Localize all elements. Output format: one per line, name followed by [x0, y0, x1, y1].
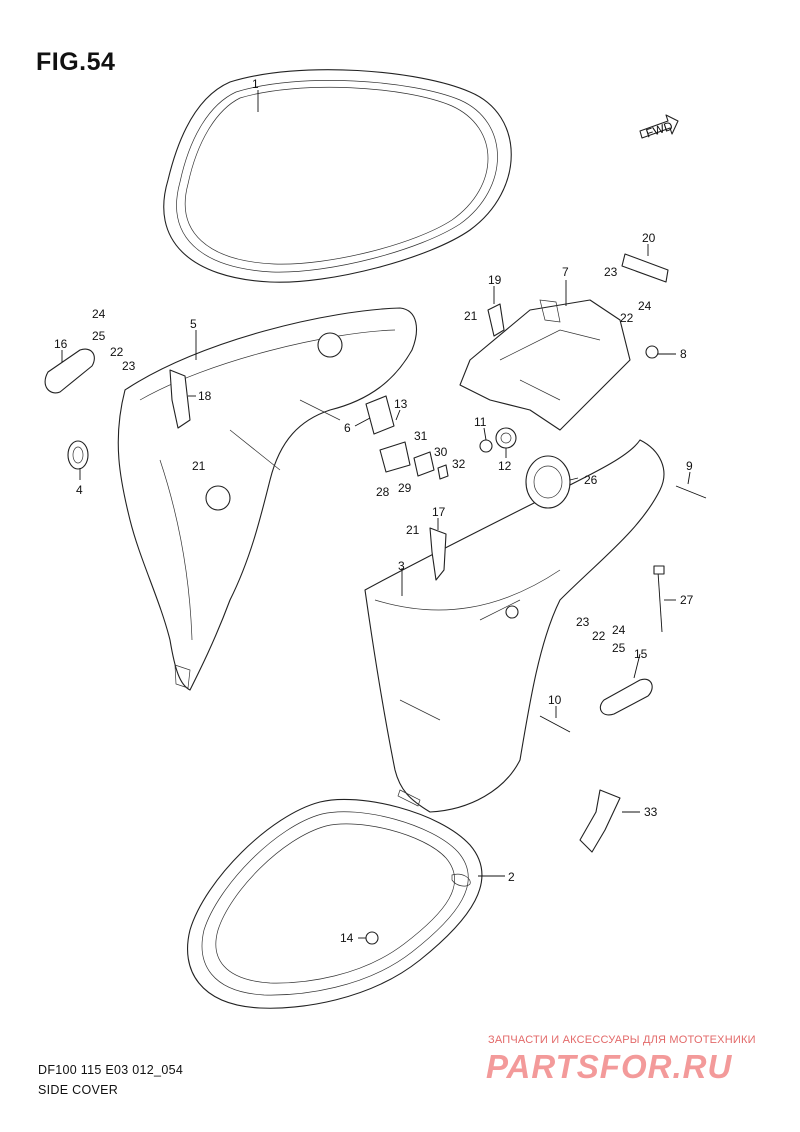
- label-12: 12: [498, 459, 512, 473]
- part-14-plug: [365, 931, 379, 945]
- label-15: 15: [634, 647, 648, 661]
- part-number-labels: 1 2 3 4 5 6 7 8 9 10 11 12 13 14 15 16 1…: [54, 77, 694, 945]
- part-6-latch: [365, 395, 395, 435]
- label-9: 9: [686, 459, 693, 473]
- leader-lines: [61, 90, 691, 939]
- part-18-bracket: [169, 369, 191, 429]
- label-31: 31: [414, 429, 428, 443]
- part-33-clip: [579, 789, 621, 853]
- label-21-left: 21: [192, 459, 206, 473]
- part-27-tie: [653, 565, 665, 633]
- label-24-top: 24: [638, 299, 652, 313]
- label-13: 13: [394, 397, 408, 411]
- part-9-bolt: [675, 485, 707, 499]
- label-27: 27: [680, 593, 694, 607]
- part-10-bolt: [539, 715, 571, 733]
- label-5: 5: [190, 317, 197, 331]
- label-11: 11: [474, 415, 487, 429]
- fwd-label: FWD: [644, 119, 675, 141]
- watermark-tagline: ЗАПЧАСТИ И АКСЕССУАРЫ ДЛЯ МОТОТЕХНИКИ: [488, 1034, 756, 1046]
- part-11-washer: [479, 439, 493, 453]
- figure-title: FIG.54: [36, 48, 116, 76]
- label-26: 26: [584, 473, 598, 487]
- label-7: 7: [562, 265, 569, 279]
- label-25-left: 25: [92, 329, 106, 343]
- part-7-bracket: [459, 299, 631, 431]
- label-23-top: 23: [604, 265, 618, 279]
- label-22-top: 22: [620, 311, 634, 325]
- model-code: DF100 115 E03 012_054: [38, 1063, 184, 1077]
- label-22-right: 22: [592, 629, 606, 643]
- label-23-left: 23: [122, 359, 136, 373]
- watermark-logo: PARTSFOR.RU: [486, 1048, 733, 1085]
- label-20: 20: [642, 231, 656, 245]
- label-21-top: 21: [464, 309, 478, 323]
- part-26-cap: [525, 455, 571, 509]
- fwd-arrow-icon: FWD: [639, 114, 679, 141]
- label-1: 1: [252, 77, 259, 91]
- label-23-right: 23: [576, 615, 590, 629]
- part-19-clamp: [487, 303, 505, 337]
- label-28: 28: [376, 485, 390, 499]
- part-5-left-side-cover: [117, 307, 418, 691]
- label-6: 6: [344, 421, 351, 435]
- part-2-bottom-seal: [186, 798, 483, 1009]
- part-31-block: [413, 451, 435, 477]
- label-24-left: 24: [92, 307, 106, 321]
- label-24-right: 24: [612, 623, 626, 637]
- part-12-collar: [495, 427, 517, 449]
- label-29: 29: [398, 481, 412, 495]
- label-17: 17: [432, 505, 446, 519]
- label-30: 30: [434, 445, 448, 459]
- label-25-right: 25: [612, 641, 626, 655]
- label-32: 32: [452, 457, 466, 471]
- part-1-top-seal: [163, 69, 512, 283]
- part-16-grip: [44, 348, 95, 394]
- part-15-grip: [599, 678, 653, 716]
- label-22-left: 22: [110, 345, 124, 359]
- section-name: SIDE COVER: [38, 1083, 119, 1097]
- label-21-middle: 21: [406, 523, 420, 537]
- label-4: 4: [76, 483, 83, 497]
- part-8-grommet: [645, 345, 659, 359]
- label-3: 3: [398, 559, 405, 573]
- label-18: 18: [198, 389, 212, 403]
- part-29-block: [379, 441, 411, 473]
- label-10: 10: [548, 693, 562, 707]
- part-20-plate: [621, 253, 669, 283]
- label-14: 14: [340, 931, 354, 945]
- label-8: 8: [680, 347, 687, 361]
- part-17-bracket: [429, 527, 447, 581]
- part-4-grommet: [67, 440, 89, 470]
- label-19: 19: [488, 273, 502, 287]
- label-16: 16: [54, 337, 68, 351]
- label-33: 33: [644, 805, 658, 819]
- part-30-clip: [437, 464, 449, 480]
- label-2: 2: [508, 870, 515, 884]
